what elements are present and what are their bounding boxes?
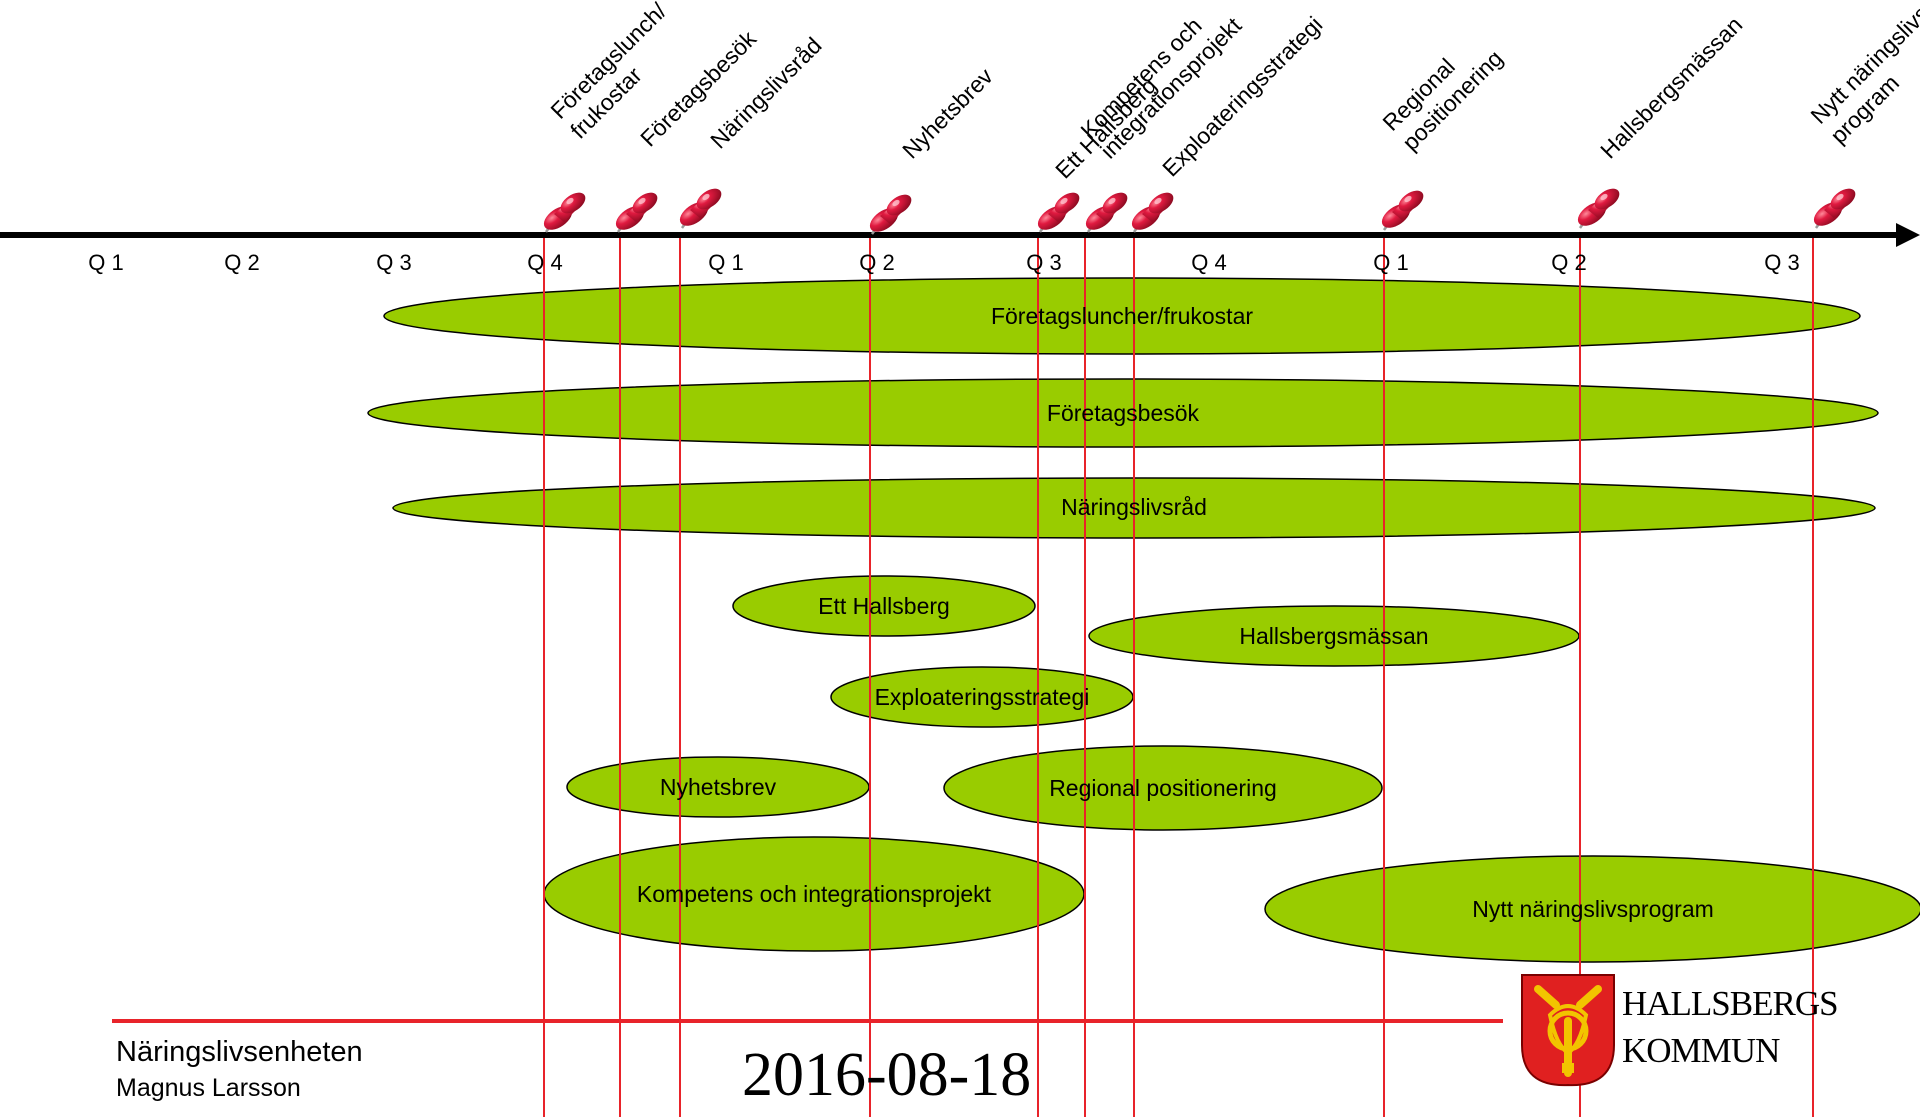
push-pin-icon bbox=[869, 194, 912, 235]
logo-line-2: KOMMUN bbox=[1622, 1031, 1780, 1070]
quarter-label: Q 1 bbox=[88, 250, 123, 275]
quarter-label: Q 4 bbox=[527, 250, 562, 275]
push-pin-icon bbox=[543, 192, 586, 233]
quarter-label: Q 2 bbox=[859, 250, 894, 275]
logo-wordmark: HALLSBERGS KOMMUN bbox=[1622, 980, 1839, 1074]
milestone-label: Hallsbergsmässan bbox=[1595, 11, 1747, 163]
activity-label: Regional positionering bbox=[1049, 775, 1277, 801]
activity-label: Ett Hallsberg bbox=[818, 593, 950, 619]
push-pin-icon bbox=[679, 188, 722, 229]
activity-ellipse bbox=[367, 378, 1879, 448]
push-pin-icon bbox=[1381, 190, 1424, 231]
logo-line-1: HALLSBERGS bbox=[1622, 984, 1839, 1023]
push-pin-icon bbox=[1813, 188, 1856, 229]
timeline-arrow-icon bbox=[1896, 223, 1920, 247]
activity-ellipse bbox=[383, 277, 1861, 355]
footer-author-name: Magnus Larsson bbox=[116, 1074, 301, 1102]
quarter-label: Q 3 bbox=[1764, 250, 1799, 275]
quarter-label: Q 2 bbox=[1551, 250, 1586, 275]
activity-label: Hallsbergsmässan bbox=[1239, 623, 1428, 649]
activity-label: Nyhetsbrev bbox=[660, 774, 777, 800]
activity-label: Exploateringsstrategi bbox=[875, 684, 1090, 710]
quarter-label: Q 1 bbox=[708, 250, 743, 275]
push-pin-icon bbox=[1131, 192, 1174, 233]
milestone-label: Nyhetsbrev bbox=[897, 63, 998, 164]
footer-date: 2016-08-18 bbox=[742, 1041, 1032, 1109]
activity-ellipse bbox=[1264, 855, 1920, 963]
milestone-label: Kompetens ochintegrationsprojekt bbox=[1075, 0, 1247, 164]
push-pin-icon bbox=[615, 192, 658, 233]
quarter-label: Q 1 bbox=[1373, 250, 1408, 275]
activity-label: Företagsbesök bbox=[1047, 400, 1200, 426]
activity-label: Kompetens och integrationsprojekt bbox=[637, 881, 992, 907]
quarter-label: Q 3 bbox=[376, 250, 411, 275]
quarter-label: Q 2 bbox=[224, 250, 259, 275]
footer-unit-name: Näringslivsenheten bbox=[116, 1036, 363, 1068]
quarter-label: Q 4 bbox=[1191, 250, 1226, 275]
activity-ellipse bbox=[943, 745, 1383, 831]
coat-of-arms-icon bbox=[1521, 974, 1615, 1087]
activity-label: Företagsluncher/frukostar bbox=[991, 303, 1253, 329]
quarter-label: Q 3 bbox=[1026, 250, 1061, 275]
activity-label: Nytt näringslivsprogram bbox=[1472, 896, 1714, 922]
milestone-label: Nytt näringslivs-program bbox=[1805, 0, 1920, 149]
activity-label: Näringslivsråd bbox=[1061, 494, 1207, 520]
milestone-label: Regionalpositionering bbox=[1377, 25, 1507, 155]
push-pin-icon bbox=[1577, 188, 1620, 229]
push-pin-icon bbox=[1085, 192, 1128, 233]
push-pin-icon bbox=[1037, 192, 1080, 233]
activity-ellipse bbox=[732, 575, 1036, 637]
